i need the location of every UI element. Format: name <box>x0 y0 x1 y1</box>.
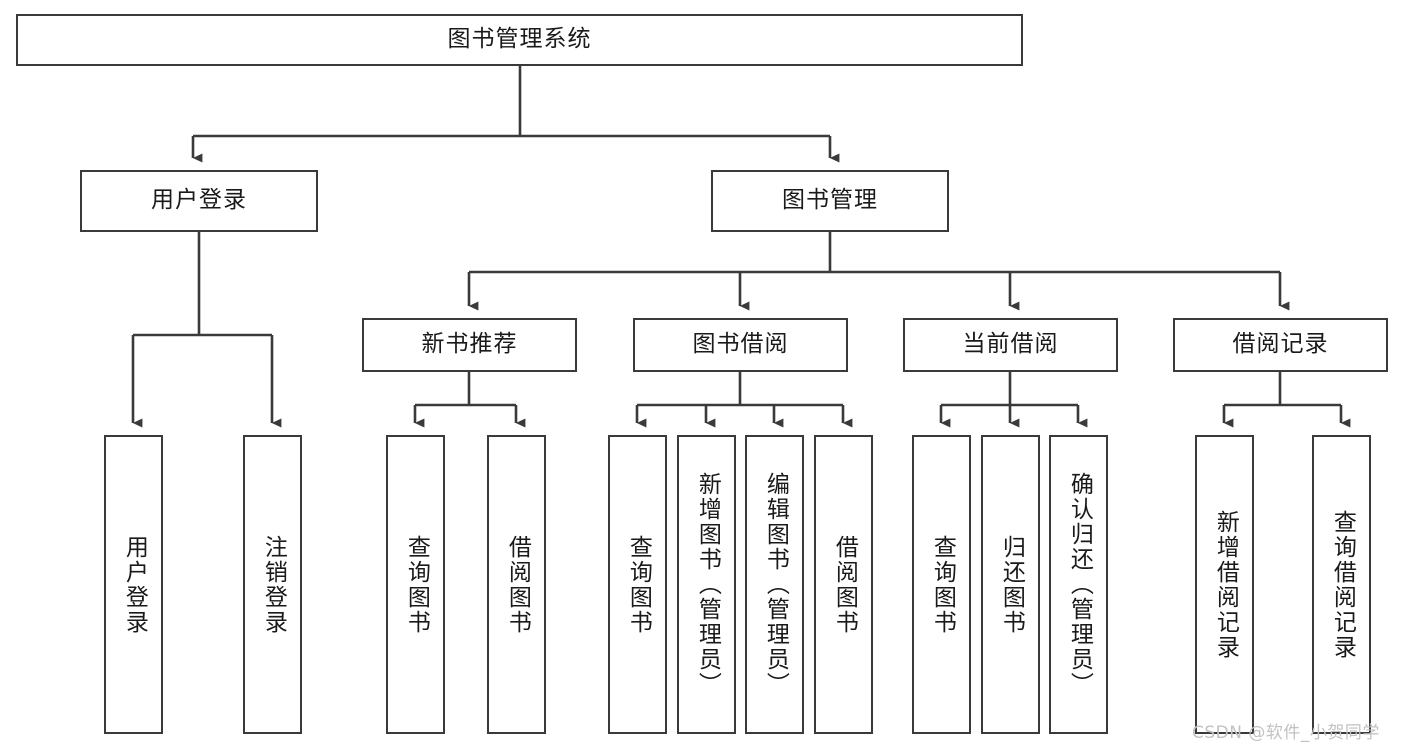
leaf-logout-login-label: 注销登录 <box>260 534 287 635</box>
leaf-borrow-book-1[interactable]: 借阅图书 <box>487 435 546 734</box>
connector-borrowrecord-to-leaves <box>1222 372 1351 428</box>
node-new-book-recommend[interactable]: 新书推荐 <box>362 318 577 372</box>
node-root-system[interactable]: 图书管理系统 <box>16 14 1023 66</box>
leaf-logout-login[interactable]: 注销登录 <box>243 435 302 734</box>
leaf-query-book-2-label: 查询图书 <box>625 534 652 635</box>
connector-bookmgmt-to-level3 <box>467 232 1290 311</box>
leaf-return-book-label: 归还图书 <box>998 534 1025 635</box>
leaf-return-book[interactable]: 归还图书 <box>981 435 1040 734</box>
leaf-query-book-1[interactable]: 查询图书 <box>386 435 445 734</box>
connector-currentborrow-to-leaves <box>939 372 1088 428</box>
node-borrow-record[interactable]: 借阅记录 <box>1173 318 1388 372</box>
leaf-query-record[interactable]: 查询借阅记录 <box>1312 435 1371 734</box>
leaf-add-book-label: 新增图书（管理员） <box>694 472 721 697</box>
leaf-user-login[interactable]: 用户登录 <box>104 435 163 734</box>
node-current-borrow[interactable]: 当前借阅 <box>903 318 1118 372</box>
leaf-confirm-return-label: 确认归还（管理员） <box>1066 472 1093 697</box>
connector-newbook-to-leaves <box>413 372 526 428</box>
connector-userlogin-to-leaves <box>131 232 282 428</box>
leaf-query-record-label: 查询借阅记录 <box>1329 509 1356 660</box>
leaf-query-book-1-label: 查询图书 <box>403 534 430 635</box>
csdn-watermark: CSDN @软件_小贺同学 <box>1192 723 1380 743</box>
leaf-edit-book-label: 编辑图书（管理员） <box>762 472 789 697</box>
node-book-borrow[interactable]: 图书借阅 <box>633 318 848 372</box>
connector-root-to-level2 <box>191 66 840 163</box>
leaf-add-book[interactable]: 新增图书（管理员） <box>677 435 736 734</box>
leaf-confirm-return[interactable]: 确认归还（管理员） <box>1049 435 1108 734</box>
node-book-borrow-label: 图书借阅 <box>692 331 789 358</box>
leaf-add-record-label: 新增借阅记录 <box>1212 509 1239 660</box>
leaf-add-record[interactable]: 新增借阅记录 <box>1195 435 1254 734</box>
node-current-borrow-label: 当前借阅 <box>962 331 1059 358</box>
leaf-query-book-3-label: 查询图书 <box>929 534 956 635</box>
leaf-query-book-2[interactable]: 查询图书 <box>608 435 667 734</box>
leaf-borrow-book-2[interactable]: 借阅图书 <box>814 435 873 734</box>
node-user-login[interactable]: 用户登录 <box>80 170 318 232</box>
leaf-edit-book[interactable]: 编辑图书（管理员） <box>745 435 804 734</box>
node-borrow-record-label: 借阅记录 <box>1232 331 1329 358</box>
leaf-borrow-book-1-label: 借阅图书 <box>504 534 531 635</box>
node-user-login-label: 用户登录 <box>151 187 247 214</box>
leaf-query-book-3[interactable]: 查询图书 <box>912 435 971 734</box>
node-new-book-recommend-label: 新书推荐 <box>421 331 518 358</box>
connector-bookborrow-to-leaves <box>635 372 853 428</box>
leaf-borrow-book-2-label: 借阅图书 <box>831 534 858 635</box>
node-book-management-label: 图书管理 <box>782 187 878 214</box>
node-book-management[interactable]: 图书管理 <box>711 170 949 232</box>
leaf-user-login-label: 用户登录 <box>121 534 148 635</box>
node-root-label: 图书管理系统 <box>447 26 592 53</box>
